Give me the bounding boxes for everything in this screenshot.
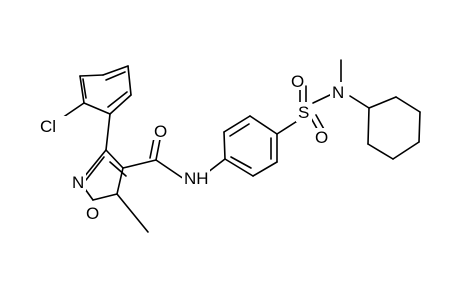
atom-chlorine: Cl <box>38 116 68 136</box>
bond-ring-carbonyl <box>122 159 157 169</box>
ring-nitrogen-label: N <box>72 173 84 192</box>
bond-sulfur-nitrogen <box>312 93 333 104</box>
bond-carbonyl-nh <box>155 159 185 180</box>
atom-carbonyl-oxygen: O <box>152 122 168 141</box>
bond-ring-cl <box>61 102 85 119</box>
sulfur-label: S <box>298 103 309 122</box>
bond-phenyl-isoxazole <box>105 113 111 151</box>
atom-ring-nitrogen: N <box>70 173 86 192</box>
chlorine-label: Cl <box>40 117 56 136</box>
isoxazole-ring <box>79 149 127 201</box>
atom-sulfonamide-nitrogen: N <box>330 82 346 102</box>
chlorophenyl-ring <box>79 65 132 115</box>
bond-ring-methyl <box>116 193 149 233</box>
sulfonyl-oxygen-top-label: O <box>291 72 304 91</box>
cyclohexane-ring <box>367 96 421 160</box>
atom-sulfonyl-oxygen-top: O <box>289 72 305 91</box>
sulfonamide-nitrogen-label: N <box>332 83 344 102</box>
atom-sulfur: S <box>296 102 312 122</box>
phenylene-ring <box>223 115 278 177</box>
atom-sulfonyl-oxygen-bottom: O <box>313 128 329 147</box>
carbonyl-oxygen-label: O <box>154 122 167 141</box>
ring-oxygen-label: O <box>86 204 99 223</box>
atom-amide-nh: NH <box>182 168 210 188</box>
amide-nh-label: NH <box>184 169 209 188</box>
atom-ring-oxygen: O <box>84 203 100 223</box>
sulfonyl-oxygen-bottom-label: O <box>315 128 328 147</box>
bond-nitrogen-cyclohexyl <box>349 95 370 109</box>
